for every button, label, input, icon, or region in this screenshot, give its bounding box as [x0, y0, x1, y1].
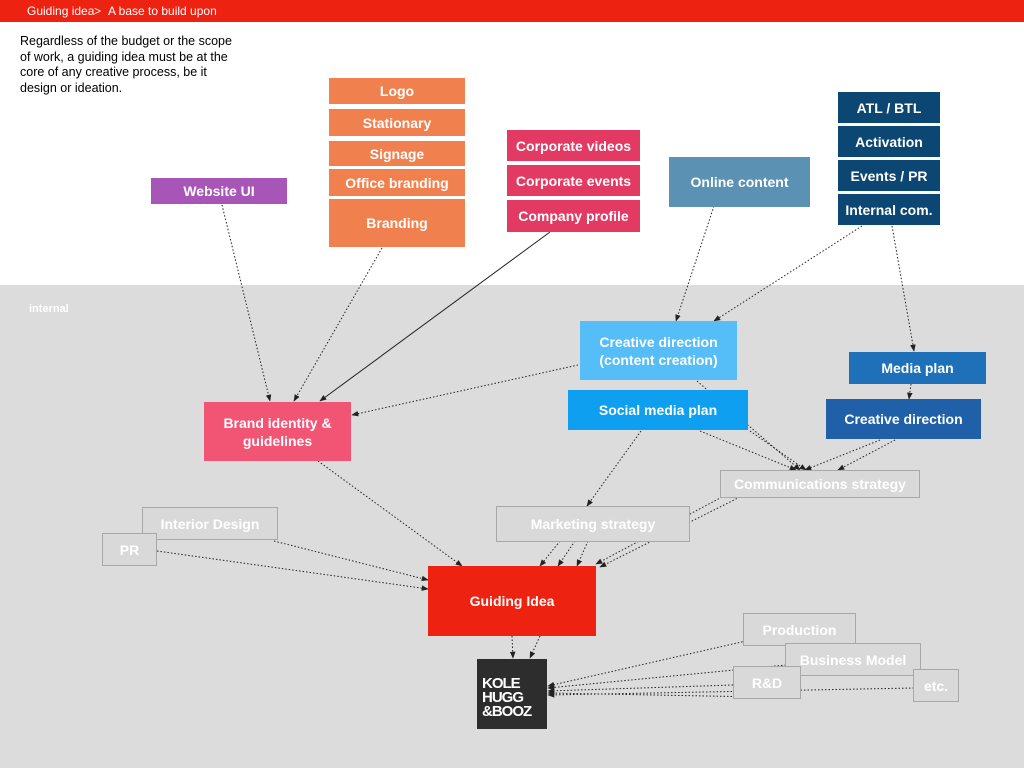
guiding-idea-box[interactable]: Guiding Idea [428, 566, 596, 636]
top-bar: Guiding idea > A base to build upon [0, 0, 1024, 22]
corporate-events-box[interactable]: Corporate events [507, 165, 640, 196]
zone-label-internal: internal [29, 303, 69, 315]
corporate-videos-box[interactable]: Corporate videos [507, 130, 640, 161]
company-profile-box[interactable]: Company profile [507, 200, 640, 232]
rnd-box[interactable]: R&D [733, 666, 801, 699]
business-model-box[interactable]: Business Model [785, 643, 921, 676]
activation-box[interactable]: Activation [838, 126, 940, 157]
production-box[interactable]: Production [743, 613, 856, 646]
online-content-box[interactable]: Online content [669, 157, 810, 207]
interior-design-box[interactable]: Interior Design [142, 507, 278, 540]
etc-box[interactable]: etc. [913, 669, 959, 702]
creative-direction-content-box[interactable]: Creative direction (content creation) [580, 321, 737, 380]
breadcrumb-separator: > [94, 4, 102, 18]
social-media-plan-box[interactable]: Social media plan [568, 390, 748, 430]
intro-text: Regardless of the budget or the scope of… [20, 34, 232, 95]
company-logo[interactable]: KOLE HUGG &BOOZ [477, 659, 547, 729]
signage-box[interactable]: Signage [329, 141, 465, 166]
company-logo-line3: &BOOZ [482, 703, 532, 720]
company-logo-line2: HUGG [482, 689, 524, 706]
breadcrumb-section[interactable]: Guiding idea [27, 4, 95, 18]
events-pr-box[interactable]: Events / PR [838, 160, 940, 191]
internal-com-box[interactable]: Internal com. [838, 194, 940, 225]
stationary-box[interactable]: Stationary [329, 109, 465, 136]
logo-box[interactable]: Logo [329, 78, 465, 104]
website-ui-box[interactable]: Website UI [151, 178, 287, 204]
zone-label-public: public [33, 264, 66, 276]
company-logo-line1: KOLE [482, 675, 521, 692]
office-branding-box[interactable]: Office branding [329, 169, 465, 196]
branding-box[interactable]: Branding [329, 199, 465, 247]
breadcrumb-page: A base to build upon [108, 4, 217, 18]
brand-identity-box[interactable]: Brand identity & guidelines [204, 402, 351, 461]
creative-direction-box[interactable]: Creative direction [826, 399, 981, 439]
marketing-strategy-box[interactable]: Marketing strategy [496, 506, 690, 542]
atl-btl-box[interactable]: ATL / BTL [838, 92, 940, 123]
communications-strategy-box[interactable]: Communications strategy [720, 470, 920, 498]
pr-box[interactable]: PR [102, 533, 157, 566]
media-plan-box[interactable]: Media plan [849, 352, 986, 384]
